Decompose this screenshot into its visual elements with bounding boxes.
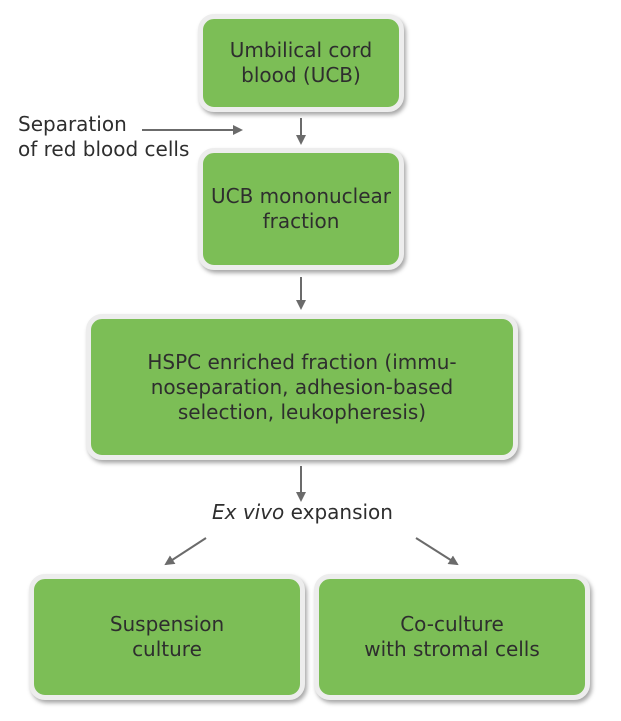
label-ex-vivo-italic: Ex vivo [212,500,285,524]
node-hspc-enriched-fraction: HSPC enriched fraction (immu- noseparati… [86,314,518,460]
node-ucb-mononuclear-fraction-line2: fraction [262,209,340,233]
arrow-expansion-to-suspension [164,537,207,566]
node-ucb-mononuclear-fraction-line1: UCB mononuclear [211,184,391,208]
label-separation-red-blood-cells: Separation of red blood cells [18,112,189,162]
arrow-expansion-to-coculture [415,537,459,566]
label-ex-vivo-expansion: Ex vivo expansion [212,500,393,525]
label-separation-line1: Separation [18,112,127,136]
node-umbilical-cord-blood-line1: Umbilical cord [229,38,373,62]
node-co-culture-stromal-line2: with stromal cells [364,637,540,661]
node-hspc-enriched-fraction-line2: noseparation, adhesion-based [150,374,454,399]
node-hspc-enriched-fraction-line1: HSPC enriched fraction (immu- [147,349,457,374]
node-co-culture-stromal: Co-culture with stromal cells [314,574,590,700]
node-hspc-enriched-fraction-line3: selection, leukopheresis) [177,399,427,424]
node-umbilical-cord-blood: Umbilical cord blood (UCB) [198,14,404,112]
label-separation-line2: of red blood cells [18,137,190,161]
node-suspension-culture-line1: Suspension [109,612,225,636]
node-ucb-mononuclear-fraction: UCB mononuclear fraction [198,148,404,270]
node-umbilical-cord-blood-line2: blood (UCB) [241,63,361,87]
node-suspension-culture-line2: culture [132,637,202,661]
node-co-culture-stromal-line1: Co-culture [400,612,504,636]
label-expansion-rest: expansion [284,500,393,524]
node-suspension-culture: Suspension culture [29,574,305,700]
